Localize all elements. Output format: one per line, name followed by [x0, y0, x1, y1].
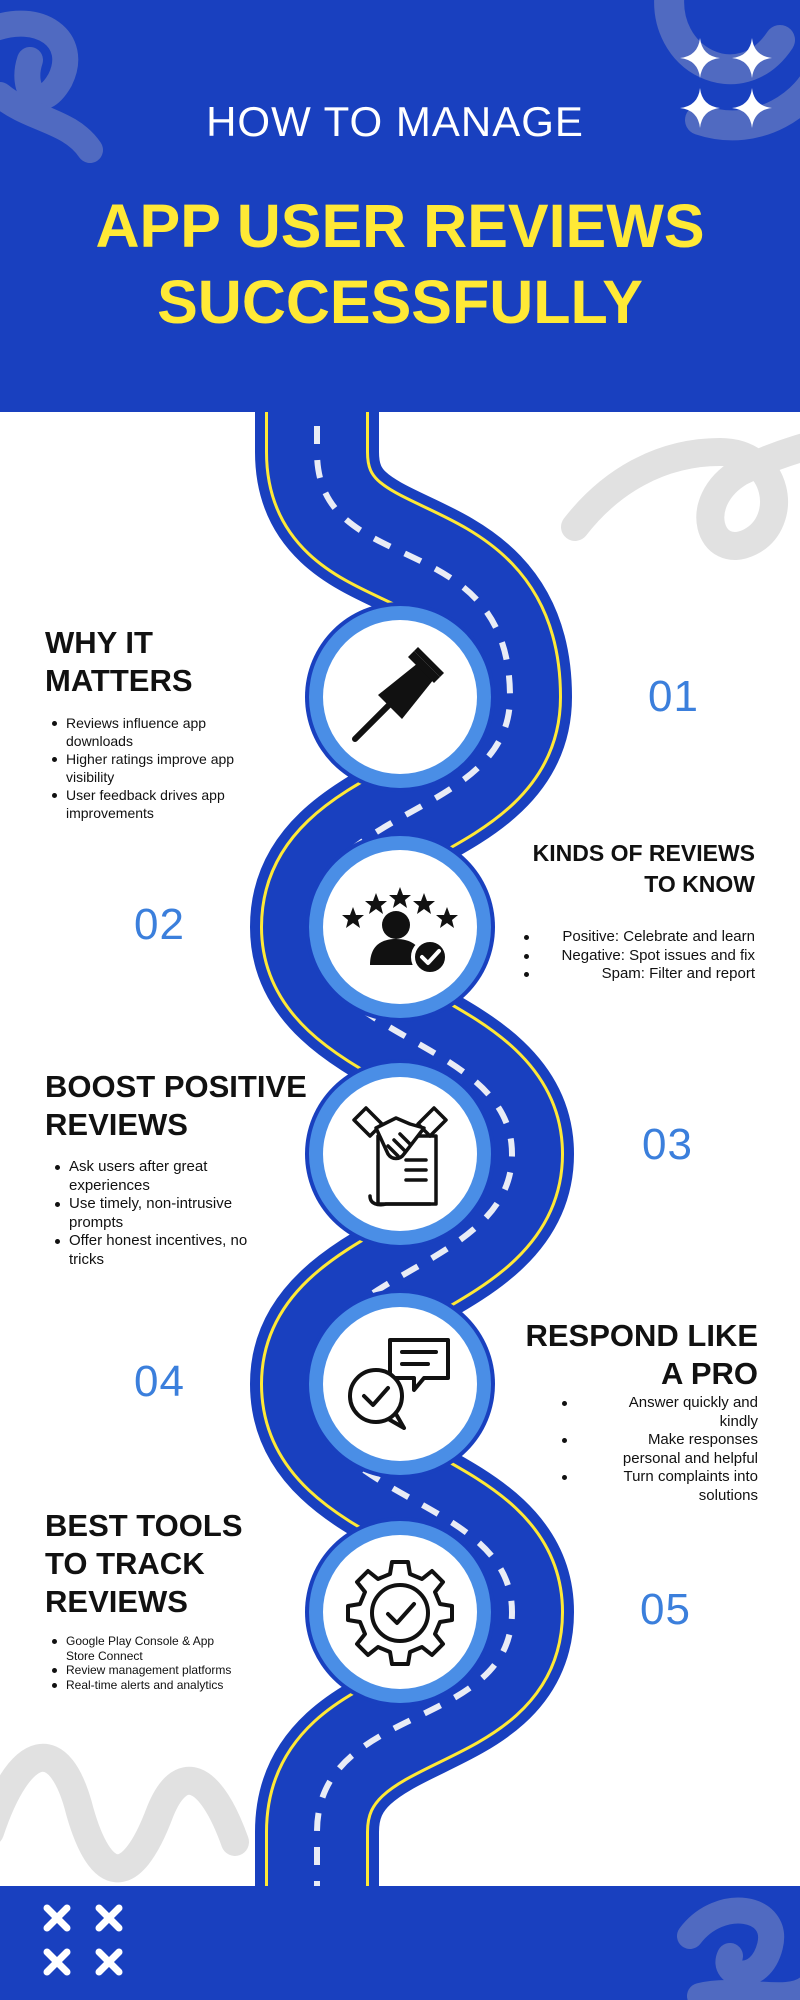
section-1-title-line-2: MATTERS	[45, 663, 193, 698]
step-5-icon-badge	[305, 1517, 495, 1707]
swirl-decor-right	[561, 433, 800, 560]
step-3-icon-badge	[305, 1059, 495, 1249]
section-3-title-line-2: REVIEWS	[45, 1107, 188, 1142]
handshake-agreement-icon	[352, 1106, 448, 1207]
sparkle-icon	[680, 38, 720, 78]
section-1-title: WHY IT MATTERS	[45, 624, 193, 700]
cross-icon	[95, 1904, 123, 1932]
section-5-bullet: Review management platforms	[45, 1663, 245, 1678]
section-5-title: BEST TOOLS TO TRACK REVIEWS	[45, 1507, 243, 1621]
user-rating-stars-icon	[342, 887, 458, 976]
section-3-bullet: Offer honest incentives, no tricks	[48, 1232, 273, 1269]
squiggle-decor-top-left	[0, 10, 103, 163]
section-5-bullet: Google Play Console & App Store Connect	[45, 1634, 245, 1663]
section-2-number: 02	[134, 900, 185, 949]
section-3-number: 03	[642, 1120, 693, 1169]
cross-icon	[43, 1948, 71, 1976]
section-1-bullet: Reviews influence app downloads	[45, 714, 235, 750]
section-4-number: 04	[134, 1357, 185, 1406]
section-2-title-line-2: TO KNOW	[644, 871, 755, 897]
cross-icon	[95, 1948, 123, 1976]
section-2-bullets: Positive: Celebrate and learn Negative: …	[520, 928, 755, 984]
cross-icon	[43, 1904, 71, 1932]
gear-check-icon	[346, 1560, 454, 1666]
step-1-icon-badge	[305, 602, 495, 792]
section-5-title-line-2: TO TRACK	[45, 1546, 205, 1581]
step-2-icon-badge	[305, 832, 495, 1022]
header-decor	[0, 0, 800, 163]
pushpin-icon	[352, 647, 444, 742]
sparkle-icon	[732, 88, 772, 128]
section-5-title-line-3: REVIEWS	[45, 1584, 188, 1619]
page-title-line-2: SUCCESSFULLY	[157, 268, 643, 336]
section-4-bullet: Answer quickly and kindly	[558, 1394, 758, 1431]
section-2-bullet: Spam: Filter and report	[520, 965, 755, 984]
section-5-title-line-1: BEST TOOLS	[45, 1508, 243, 1543]
section-2-bullet: Negative: Spot issues and fix	[520, 947, 755, 966]
section-3-title: BOOST POSITIVE REVIEWS	[45, 1068, 307, 1144]
sparkle-icon	[680, 88, 720, 128]
section-3-bullet: Use timely, non-intrusive prompts	[48, 1195, 273, 1232]
section-5-bullet: Real-time alerts and analytics	[45, 1678, 245, 1693]
swirl-decor-bottom-left	[0, 1743, 249, 1883]
section-3-title-line-1: BOOST POSITIVE	[45, 1069, 307, 1104]
sparkle-icon-group	[680, 38, 772, 128]
section-4-title-line-2: A PRO	[660, 1356, 758, 1391]
squiggle-decor-bottom-right	[677, 1897, 800, 2000]
section-2-title-line-1: KINDS OF REVIEWS	[532, 840, 755, 866]
section-4-bullet: Make responses personal and helpful	[558, 1431, 758, 1468]
section-3-bullets: Ask users after great experiences Use ti…	[48, 1158, 273, 1269]
section-5-number: 05	[640, 1585, 691, 1634]
sparkle-icon	[732, 38, 772, 78]
section-4-bullets: Answer quickly and kindly Make responses…	[558, 1394, 758, 1505]
section-2-bullet: Positive: Celebrate and learn	[520, 928, 755, 947]
section-2-title: KINDS OF REVIEWS TO KNOW	[495, 838, 755, 900]
section-4-title: RESPOND LIKE A PRO	[500, 1317, 758, 1393]
footer-decor	[43, 1897, 800, 2000]
section-1-bullets: Reviews influence app downloads Higher r…	[45, 714, 235, 822]
step-4-icon-badge	[305, 1289, 495, 1479]
section-4-bullet: Turn complaints into solutions	[558, 1468, 758, 1505]
header-kicker: HOW TO MANAGE	[206, 98, 584, 145]
section-1-bullet: User feedback drives app improvements	[45, 786, 235, 822]
chat-check-icon	[348, 1338, 450, 1430]
section-1-bullet: Higher ratings improve app visibility	[45, 750, 235, 786]
section-1-number: 01	[648, 672, 699, 721]
footer-banner	[0, 1886, 800, 2000]
page-title-line-1: APP USER REVIEWS	[95, 192, 705, 260]
winding-road	[0, 412, 800, 1886]
section-5-bullets: Google Play Console & App Store Connect …	[45, 1634, 245, 1692]
header-banner: HOW TO MANAGE APP USER REVIEWS SUCCESSFU…	[0, 0, 800, 412]
section-1-title-line-1: WHY IT	[45, 625, 153, 660]
cross-icon-group	[43, 1904, 123, 1976]
page-title: APP USER REVIEWS SUCCESSFULLY	[0, 188, 800, 340]
section-4-title-line-1: RESPOND LIKE	[525, 1318, 758, 1353]
section-3-bullet: Ask users after great experiences	[48, 1158, 273, 1195]
